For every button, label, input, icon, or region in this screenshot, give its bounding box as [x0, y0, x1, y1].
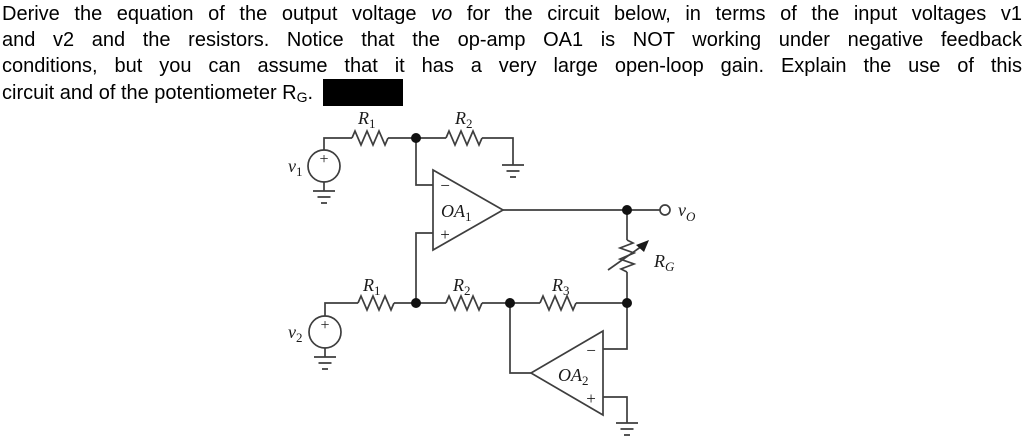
rg-subscript: G: [296, 89, 308, 105]
resistor-r2-bottom: [445, 293, 483, 313]
problem-statement: Derive the equation of the output voltag…: [2, 1, 1022, 110]
problem-line-1: Derive the equation of the output voltag…: [2, 1, 1022, 27]
wire-node-to-oa2-output: [509, 303, 531, 374]
wire-v2-to-r1: [324, 302, 358, 316]
voltage-source-v2: +: [308, 315, 342, 349]
wire-oa2-minus-input: [603, 303, 628, 350]
ground-symbol-top-right: [502, 164, 524, 178]
wire-oa2-plus-to-ground: [603, 396, 628, 423]
resistor-r1-top: [351, 128, 389, 148]
voltage-source-v1: +: [307, 149, 341, 183]
ground-symbol-v2: [314, 356, 336, 370]
rg-arrow-shaft: [607, 245, 643, 271]
potentiometer-rg: [607, 239, 649, 273]
node-dot-rg-bottom: [622, 298, 632, 308]
resistor-r2-top: [445, 128, 483, 148]
v1-source-circle: [307, 149, 341, 183]
node-dot-bottom-2: [505, 298, 515, 308]
oa1-plus-sign: +: [440, 225, 450, 244]
problem-line-4: circuit and of the potentiometer RG.: [2, 79, 1022, 110]
oa1-triangle: [432, 168, 505, 252]
node-dot-bottom-1: [411, 298, 421, 308]
label-v2: v2: [288, 322, 303, 345]
label-r2-bottom: R2: [452, 275, 471, 298]
oa2-triangle: [529, 329, 604, 417]
problem-text-segment: circuit and of the potentiometer R: [2, 82, 297, 104]
problem-text-segment: .: [307, 82, 314, 104]
label-r1-bottom: R1: [362, 275, 381, 298]
wire-r2-to-ground: [482, 137, 514, 165]
label-vo: vO: [678, 200, 696, 224]
resistor-r3: [539, 293, 577, 313]
wire-node-to-oa1-plus: [415, 232, 433, 303]
ground-symbol-oa2: [616, 422, 638, 436]
problem-line-3: conditions, but you can assume that it h…: [2, 55, 1022, 77]
opamp-oa1: − + OA1: [432, 168, 505, 252]
redaction-box: [323, 79, 404, 106]
resistor-r1-bottom: [357, 293, 395, 313]
problem-text-segment: for the circuit below, in terms of the i…: [452, 3, 1023, 25]
oa1-label: OA1: [441, 201, 472, 224]
oa1-minus-sign: −: [440, 176, 450, 195]
oa2-plus-sign: +: [586, 389, 596, 408]
rg-arrowhead: [636, 240, 649, 252]
vo-italic-text: vo: [431, 3, 453, 25]
label-v1: v1: [288, 156, 303, 179]
label-r2-top: R2: [454, 108, 473, 131]
v1-plus-sign: +: [319, 151, 328, 168]
wire-v1-to-r1: [323, 137, 352, 150]
v2-source-circle: [308, 315, 342, 349]
oa2-label: OA2: [558, 365, 589, 388]
v2-plus-sign: +: [320, 317, 329, 334]
label-rg: RG: [653, 251, 675, 274]
wire-node-to-oa1-minus: [415, 138, 433, 186]
label-r1-top: R1: [357, 108, 376, 131]
node-dot-top: [411, 133, 421, 143]
opamp-oa2: − + OA2: [529, 329, 604, 417]
output-terminal-circle: [659, 204, 671, 216]
label-r3: R3: [551, 275, 570, 298]
ground-symbol-v1: [313, 190, 335, 204]
problem-text-segment: Derive the equation of the output voltag…: [2, 3, 432, 25]
problem-line-2: and v2 and the resistors. Notice that th…: [2, 29, 1022, 51]
node-dot-output: [622, 205, 632, 215]
oa2-minus-sign: −: [586, 341, 596, 360]
